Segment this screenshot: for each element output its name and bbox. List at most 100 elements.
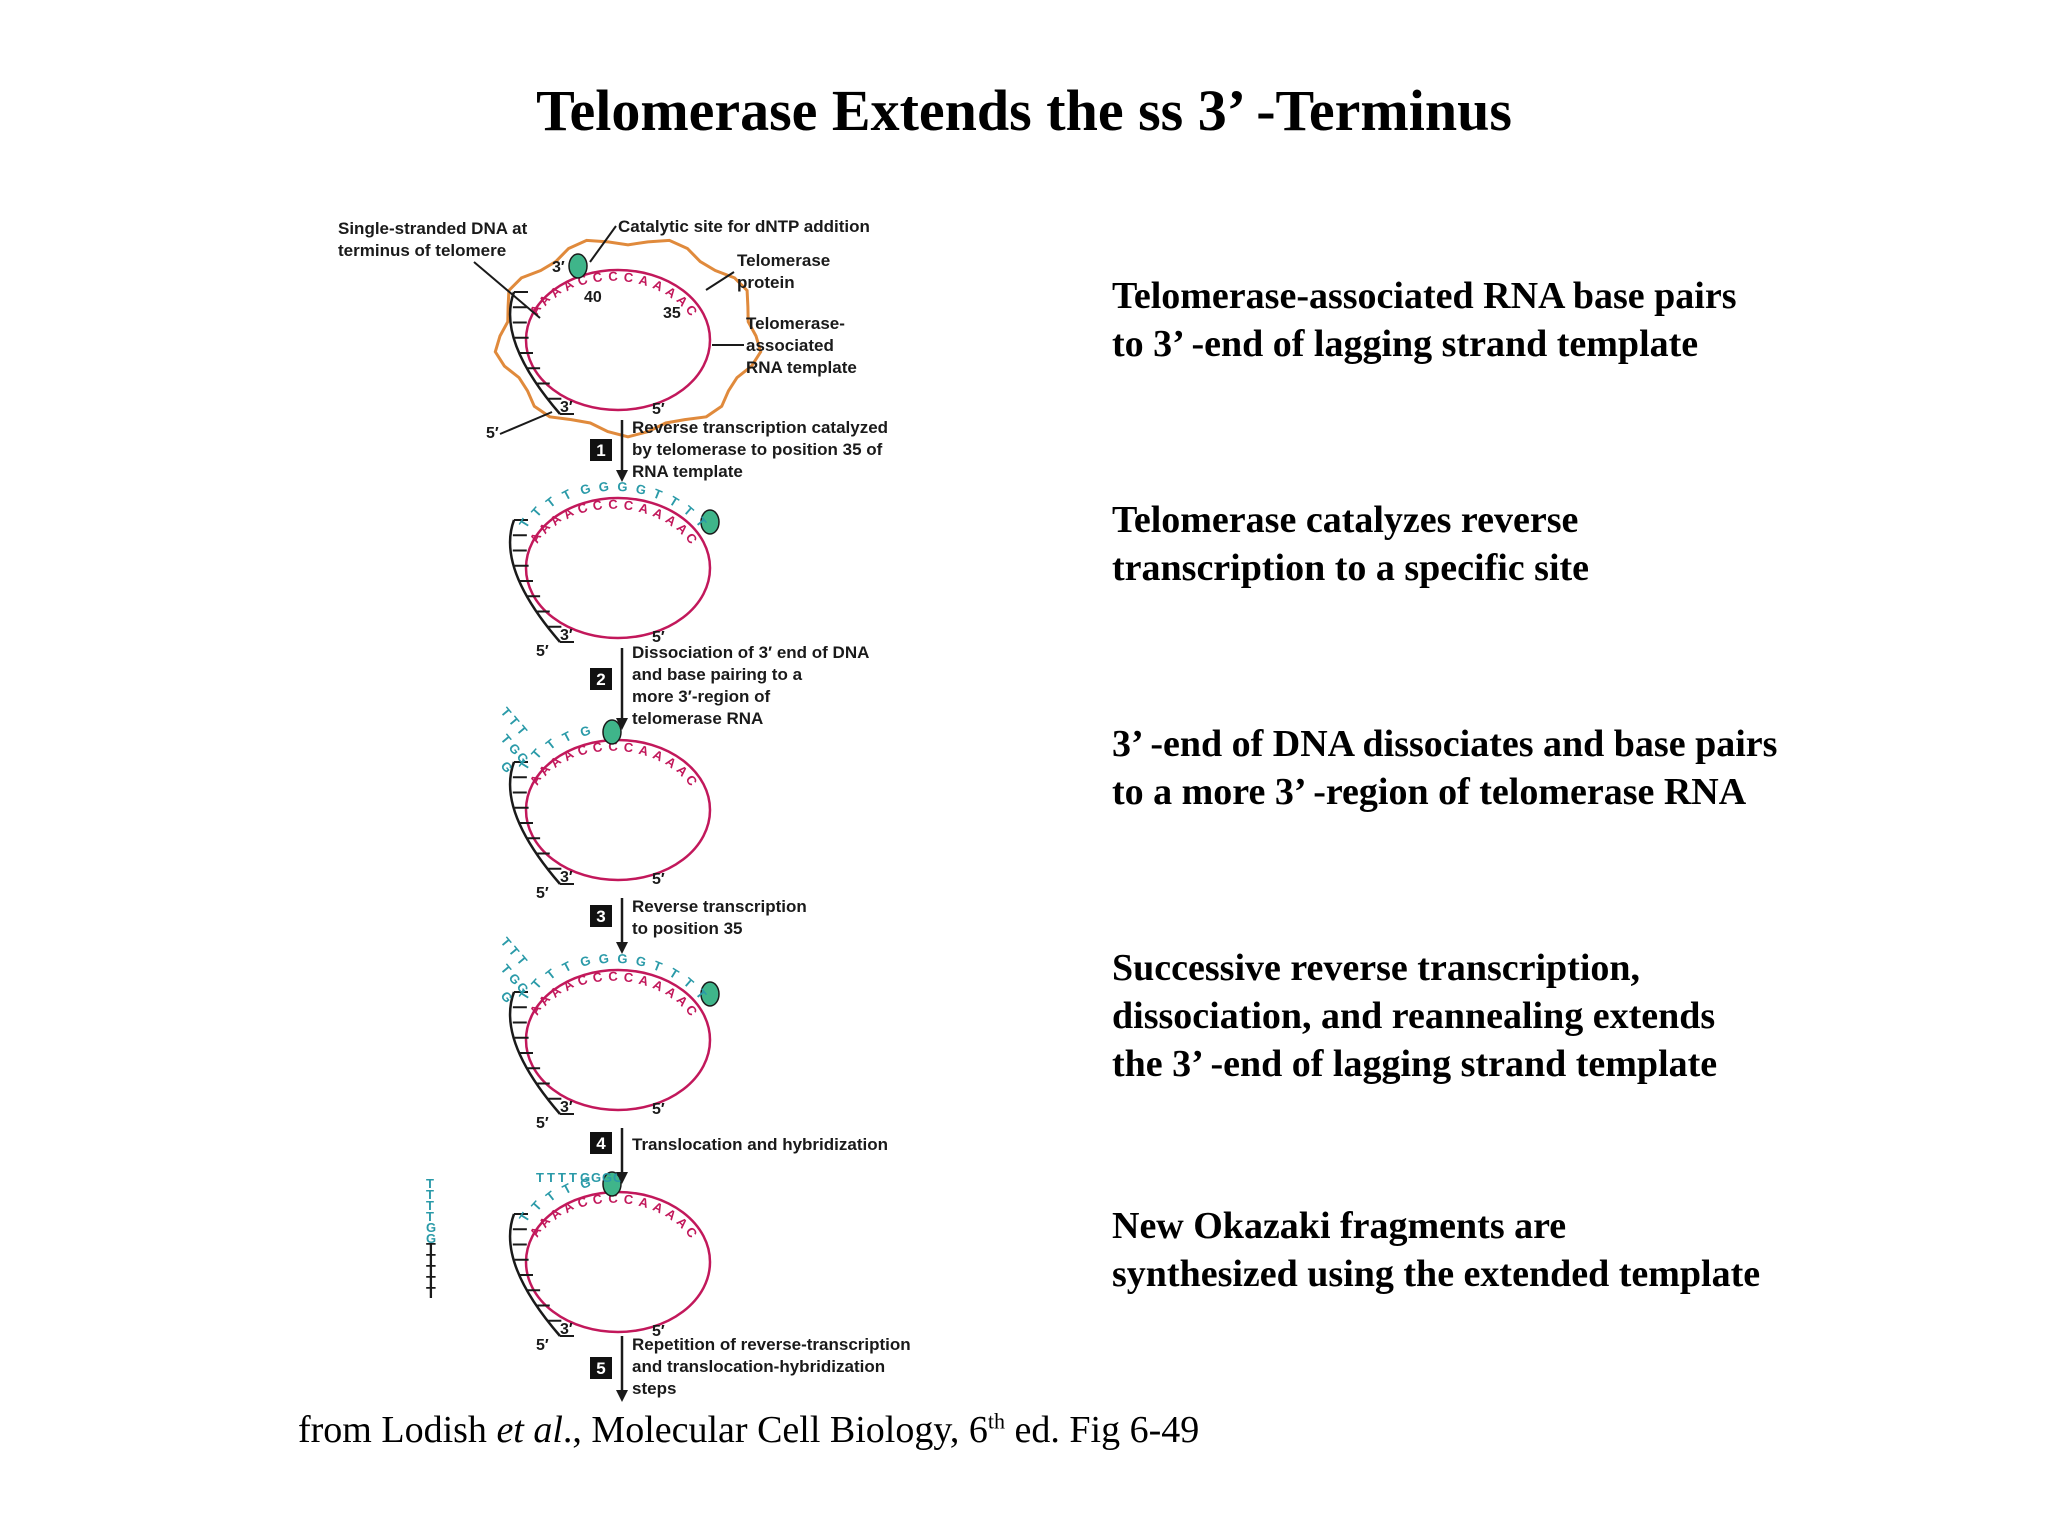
dna-base: G xyxy=(602,1170,612,1185)
dna-base: T xyxy=(528,746,545,762)
step-5-label-1: Repetition of reverse-transcription xyxy=(632,1335,911,1354)
dna-base: T xyxy=(667,965,682,982)
rna-base: A xyxy=(637,1194,651,1211)
step-1: 1 Reverse transcription catalyzed by tel… xyxy=(590,418,888,482)
dna-base: G xyxy=(578,722,592,739)
dna-base: T xyxy=(681,502,697,519)
dna-base: T xyxy=(558,1170,566,1185)
rna-base: C xyxy=(683,1224,701,1241)
five-prime-label: 5′ xyxy=(536,1115,549,1132)
dna-base: T xyxy=(667,493,682,510)
five-prime-tail xyxy=(499,411,553,435)
step-4-badge xyxy=(590,1132,612,1154)
rna-five-prime-label: 5′ xyxy=(652,1101,665,1118)
rna-base: A xyxy=(651,277,667,295)
five-prime-label: 5′ xyxy=(536,885,549,902)
slide-title: Telomerase Extends the ss 3’ -Terminus xyxy=(536,78,1512,143)
caption-2: Telomerase catalyzes reverse transcripti… xyxy=(1112,499,1590,589)
dna-strand xyxy=(508,519,561,643)
dna-base: T xyxy=(543,494,559,511)
catalytic-site-icon xyxy=(700,509,720,535)
dna-base: T xyxy=(516,516,533,531)
position-35-label: 35 xyxy=(663,305,681,322)
dna-base: T xyxy=(681,974,697,991)
step-2-number: 2 xyxy=(596,670,605,689)
caption-4: Successive reverse transcription, dissoc… xyxy=(1112,947,1718,1085)
rna-base: C xyxy=(591,269,604,286)
dna-base: T xyxy=(528,1198,545,1214)
dna-base: G xyxy=(578,1174,592,1191)
step-2-badge xyxy=(590,668,612,690)
dna-base: G xyxy=(591,1170,601,1185)
step-5-label-3: steps xyxy=(632,1379,676,1398)
step-5-badge xyxy=(590,1357,612,1379)
dna-base: T xyxy=(528,976,545,992)
dna-base: T xyxy=(514,722,531,738)
step-1-label-1: Reverse transcription catalyzed xyxy=(632,418,888,437)
rna-base: A xyxy=(637,272,651,289)
rna-five-prime-label: 5′ xyxy=(652,871,665,888)
dna-base: G xyxy=(580,1170,590,1185)
step-1-label-3: RNA template xyxy=(632,462,743,481)
rna-template-loop xyxy=(524,268,712,412)
dna-base: T xyxy=(426,1252,436,1269)
three-prime-label: 3′ xyxy=(560,399,573,416)
dna-base: G xyxy=(613,1170,623,1185)
position-40-label: 40 xyxy=(584,289,602,306)
protein-label-2: protein xyxy=(737,273,795,292)
step-5-number: 5 xyxy=(596,1359,605,1378)
rna-base: C xyxy=(683,1002,701,1019)
dna-strand xyxy=(508,291,561,415)
telomerase-protein-outline xyxy=(493,238,763,439)
rna-template-loop xyxy=(524,496,712,640)
rna-base: C xyxy=(683,772,701,789)
rna-base: C xyxy=(623,1191,635,1207)
dna-base: G xyxy=(578,480,592,497)
catalytic-site-icon xyxy=(602,719,622,745)
rna-base: C xyxy=(608,1190,619,1206)
step-2-label-1: Dissociation of 3′ end of DNA xyxy=(632,643,869,662)
step-3-number: 3 xyxy=(596,907,605,926)
dna-strand xyxy=(508,991,561,1115)
dna-base: G xyxy=(617,951,628,966)
rna-base: C xyxy=(608,268,619,284)
step-2: 2 Dissociation of 3′ end of DNA and base… xyxy=(590,643,869,730)
step-1-badge xyxy=(590,439,612,461)
dna-base: T xyxy=(528,504,545,520)
dna-base: T xyxy=(426,1187,434,1202)
dna-base: G xyxy=(426,1231,436,1246)
protein-pointer xyxy=(705,271,735,291)
step-5-label-2: and translocation-hybridization xyxy=(632,1357,885,1376)
step-2-label-2: and base pairing to a xyxy=(632,665,803,684)
rna-base: C xyxy=(683,530,701,547)
rna-base: A xyxy=(637,972,651,989)
catalytic-site-pointer xyxy=(589,225,617,263)
step-1-label-2: by telomerase to position 35 of xyxy=(632,440,883,459)
step-1-number: 1 xyxy=(596,441,605,460)
dna-base: T xyxy=(426,1176,434,1191)
rna-label-2: associated xyxy=(746,336,834,355)
dna-base: T xyxy=(426,1285,436,1302)
dna-base: G xyxy=(498,988,516,1005)
caption-1: Telomerase-associated RNA base pairs to … xyxy=(1112,275,1737,365)
three-prime-label: 3′ xyxy=(560,869,573,886)
rna-base: C xyxy=(591,969,604,986)
step-2-label-4: telomerase RNA xyxy=(632,709,763,728)
rna-base: C xyxy=(591,739,604,756)
dna-base: T xyxy=(426,1263,436,1280)
dna-base: T xyxy=(426,1209,434,1224)
rna-five-prime-label: 5′ xyxy=(652,629,665,646)
step-3-label-2: to position 35 xyxy=(632,919,743,938)
rna-base: A xyxy=(651,1199,667,1217)
dna-base: G xyxy=(498,758,516,775)
rna-base: A xyxy=(651,977,667,995)
rna-base: C xyxy=(591,497,604,514)
five-prime-label: 5′ xyxy=(486,425,499,442)
